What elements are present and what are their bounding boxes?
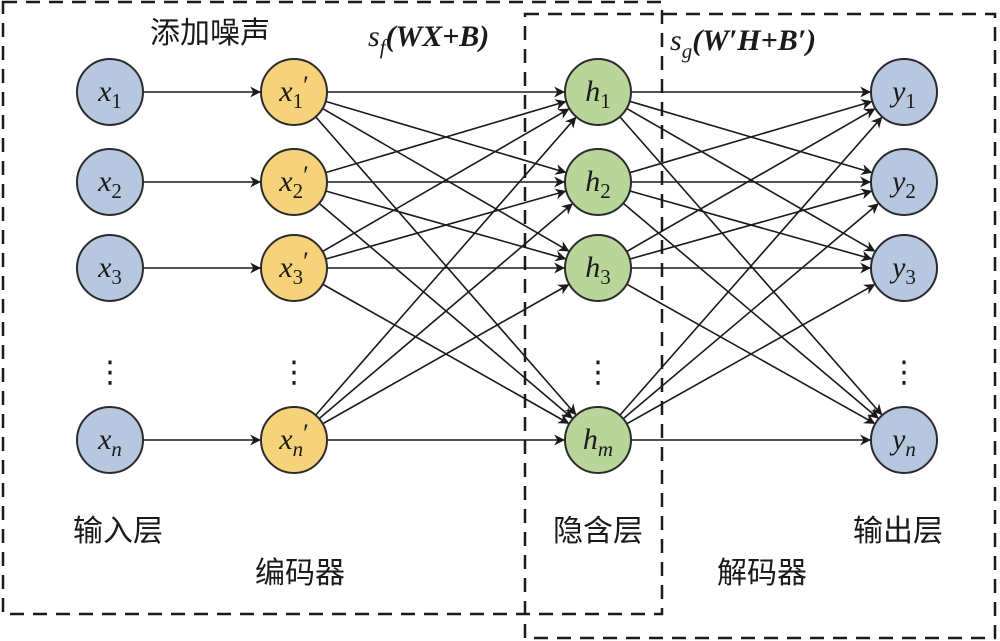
hidden-node-1: h1 <box>564 58 632 126</box>
edge-hidden-output-3-2 <box>626 283 876 425</box>
hidden-node-label-2: h2 <box>585 165 611 203</box>
decoder-label: 解码器 <box>717 556 807 591</box>
nodes: x1 x2 x3 xn x1′ x2′ x3′ xn′ h1 h2 h3 hm y1 y2 y3 yn <box>76 58 938 474</box>
edge-noisy-hidden-2-1 <box>325 188 567 260</box>
decoder-formula: sg(W′H+B′) <box>670 24 816 63</box>
input-node-2: x2 <box>76 148 144 216</box>
noisy-node-1: x1′ <box>260 58 328 126</box>
edge-hidden-output-2-1 <box>629 188 873 260</box>
edge-noisy-hidden-2-0 <box>322 108 570 253</box>
hidden-layer-label: 隐含层 <box>553 514 643 549</box>
hidden-node-2: h2 <box>564 148 632 216</box>
decoder-box <box>523 12 997 640</box>
connections <box>143 86 883 446</box>
edge-hidden-output-3-1 <box>622 203 879 420</box>
output-node-1: y1 <box>870 58 938 126</box>
output-ellipsis: ⋮ <box>889 355 919 390</box>
output-node-2: y2 <box>870 148 938 216</box>
output-node-label-2: y2 <box>889 165 916 203</box>
noisy-node-label-2: x2′ <box>278 161 309 203</box>
input-node-label-1: x1 <box>97 75 122 113</box>
noisy-node-3: x3′ <box>260 234 328 302</box>
edge-hidden-output-1-0 <box>629 99 873 174</box>
noisy-node-label-1: x1′ <box>278 71 309 113</box>
noisy-node-label-4: xn′ <box>278 419 309 461</box>
input-node-4: xn <box>76 406 144 474</box>
edge-hidden-output-3-0 <box>619 116 883 416</box>
input-node-label-4: xn <box>97 423 122 461</box>
encoder-formula: sf(WX+B) <box>368 20 489 59</box>
output-node-label-3: y3 <box>889 251 916 289</box>
encoder-label: 编码器 <box>255 556 345 591</box>
encoder-box <box>1 0 664 616</box>
output-node-label-4: yn <box>889 423 916 461</box>
hidden-node-label-3: h3 <box>585 251 611 289</box>
edge-noisy-hidden-3-2 <box>322 284 570 425</box>
output-node-label-1: y1 <box>889 75 916 113</box>
noisy-node-2: x2′ <box>260 148 328 216</box>
hidden-ellipsis: ⋮ <box>583 355 613 390</box>
output-node-3: y3 <box>870 234 938 302</box>
hidden-node-4: hm <box>564 406 632 474</box>
edge-noisy-hidden-3-1 <box>318 203 573 420</box>
input-node-3: x3 <box>76 234 144 302</box>
input-node-label-3: x3 <box>97 251 122 289</box>
noisy-node-label-3: x3′ <box>278 247 309 289</box>
edge-noisy-hidden-3-0 <box>315 116 577 416</box>
input-ellipsis: ⋮ <box>95 355 125 390</box>
edge-hidden-output-2-0 <box>626 108 876 253</box>
noisy-ellipsis: ⋮ <box>279 355 309 390</box>
input-layer-label: 输入层 <box>73 514 163 549</box>
noisy-node-4: xn′ <box>260 406 328 474</box>
output-node-4: yn <box>870 406 938 474</box>
hidden-node-3: h3 <box>564 234 632 302</box>
edge-noisy-hidden-1-0 <box>325 99 567 174</box>
output-layer-label: 输出层 <box>853 514 943 549</box>
input-node-1: x1 <box>76 58 144 126</box>
input-node-label-2: x2 <box>97 165 122 203</box>
hidden-node-label-4: hm <box>583 423 613 461</box>
hidden-node-label-1: h1 <box>585 75 611 113</box>
add-noise-label: 添加噪声 <box>150 16 270 51</box>
